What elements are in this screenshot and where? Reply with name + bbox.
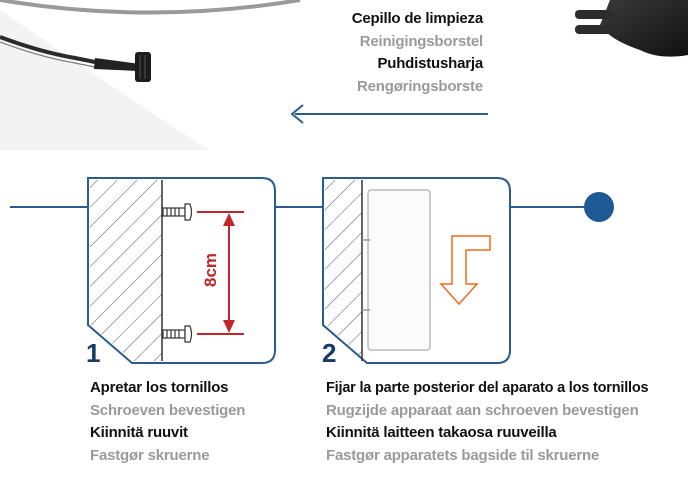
step2-number: 2 [322, 338, 337, 368]
step1-caption-da: Fastgør skruerne [90, 446, 210, 464]
step1-diagram [87, 177, 276, 364]
step2-caption-nl: Rugzijde apparaat aan schroeven bevestig… [326, 401, 639, 419]
timeline-end-dot [584, 192, 614, 222]
step2-caption-fi: Kiinnitä laitteen takaosa ruuveilla [326, 424, 557, 441]
down-arrow [439, 235, 491, 306]
brush-label-es: Cepillo de limpieza [351, 10, 483, 27]
step2-caption-es: Fijar la parte posterior del aparato a l… [326, 380, 649, 396]
screw-bottom [162, 325, 193, 343]
power-adapter-image [575, 0, 688, 57]
pointer-arrow [290, 104, 488, 124]
cleaning-brush-image [0, 35, 151, 82]
brush-label-fi: Puhdistusharja [377, 55, 483, 72]
screw-top [162, 203, 193, 221]
step1-captions: Apretar los tornillos Schroeven bevestig… [90, 377, 245, 467]
step1-caption-fi: Kiinnitä ruuvit [90, 424, 188, 441]
step1-caption-nl: Schroeven bevestigen [90, 401, 246, 419]
step1-caption-es: Apretar los tornillos [90, 379, 229, 396]
brush-label-da: Rengøringsborste [357, 77, 483, 95]
dimension-line [197, 211, 244, 335]
step2-captions: Fijar la parte posterior del aparato a l… [326, 377, 649, 467]
dimension-label: 8cm [201, 252, 220, 288]
brush-label-group: Cepillo de limpieza Reinigingsborstel Pu… [352, 8, 483, 98]
device-edge [0, 0, 301, 15]
step1-number: 1 [86, 338, 101, 368]
background-shape [0, 10, 210, 150]
step2-diagram [322, 177, 511, 364]
step2-caption-da: Fastgør apparatets bagside til skruerne [326, 446, 600, 464]
device-back [367, 189, 431, 351]
brush-label-nl: Reinigingsborstel [359, 32, 483, 50]
